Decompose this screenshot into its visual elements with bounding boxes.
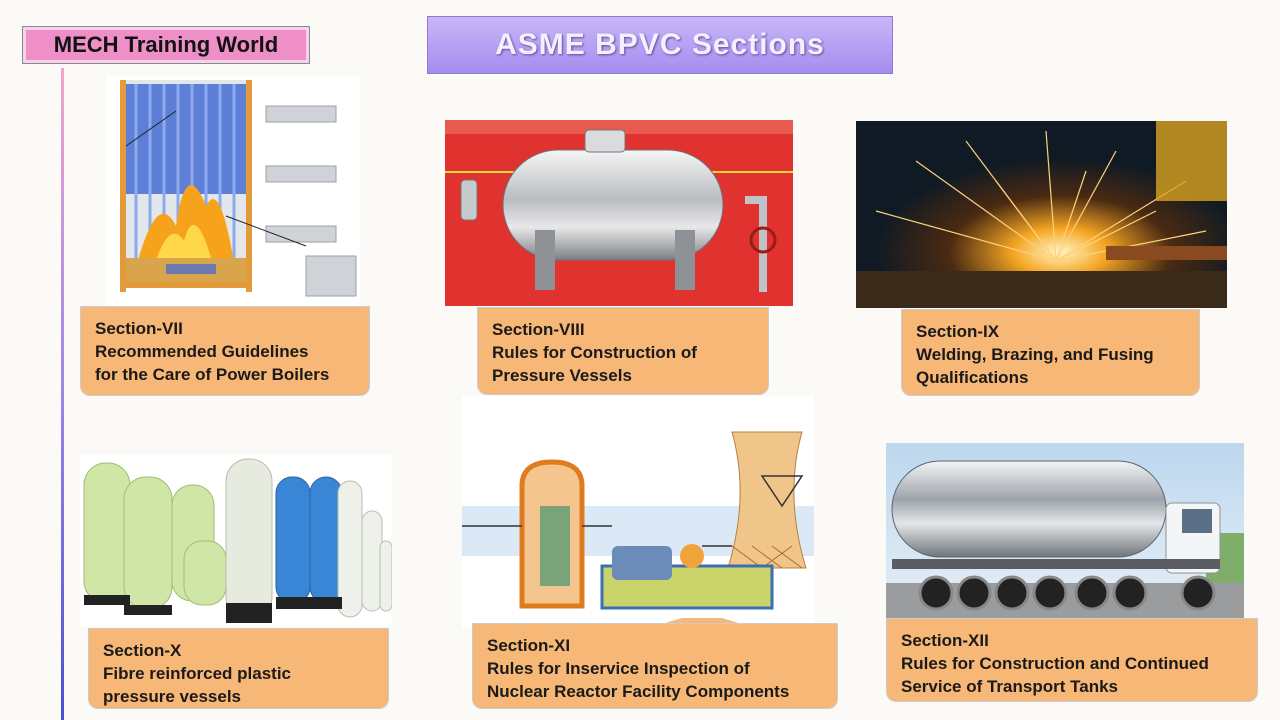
section-description-line: Qualifications [916,368,1029,387]
page-title: ASME BPVC Sections [427,16,893,74]
section-description-line: pressure vessels [103,687,241,706]
section-viii-caption: Section-VIII Rules for Construction of P… [477,307,769,395]
section-label: Section-VIII [492,320,585,339]
section-description-line: Fibre reinforced plastic [103,664,291,683]
welding-sparks-photo [856,121,1227,308]
nuclear-plant-illustration [462,396,814,628]
section-description-line: for the Care of Power Boilers [95,365,330,384]
section-description-line: Rules for Construction of [492,343,697,362]
section-description-line: Welding, Brazing, and Fusing [916,345,1154,364]
section-ix-caption: Section-IX Welding, Brazing, and Fusing … [901,309,1200,396]
section-x-caption: Section-X Fibre reinforced plastic press… [88,628,389,709]
section-label: Section-VII [95,319,183,338]
section-description-line: Pressure Vessels [492,366,632,385]
section-label: Section-IX [916,322,1000,341]
section-xii-caption: Section-XII Rules for Construction and C… [886,618,1258,702]
section-description-line: Rules for Inservice Inspection of [487,659,750,678]
section-label: Section-XI [487,636,571,655]
section-label: Section-X [103,641,182,660]
pressure-vessel-photo [445,120,793,306]
section-description-line: Nuclear Reactor Facility Components [487,682,790,701]
section-description-line: Rules for Construction and Continued [901,654,1209,673]
section-description-line: Service of Transport Tanks [901,677,1118,696]
section-xi-caption: Section-XI Rules for Inservice Inspectio… [472,623,838,709]
section-vii-caption: Section-VII Recommended Guidelines for t… [80,306,370,396]
decorative-divider [61,68,64,720]
tanker-truck-photo [886,443,1244,619]
brand-label: MECH Training World [22,26,310,64]
section-label: Section-XII [901,631,989,650]
power-boiler-illustration [106,76,360,308]
frp-vessels-photo [80,455,392,627]
section-description-line: Recommended Guidelines [95,342,309,361]
